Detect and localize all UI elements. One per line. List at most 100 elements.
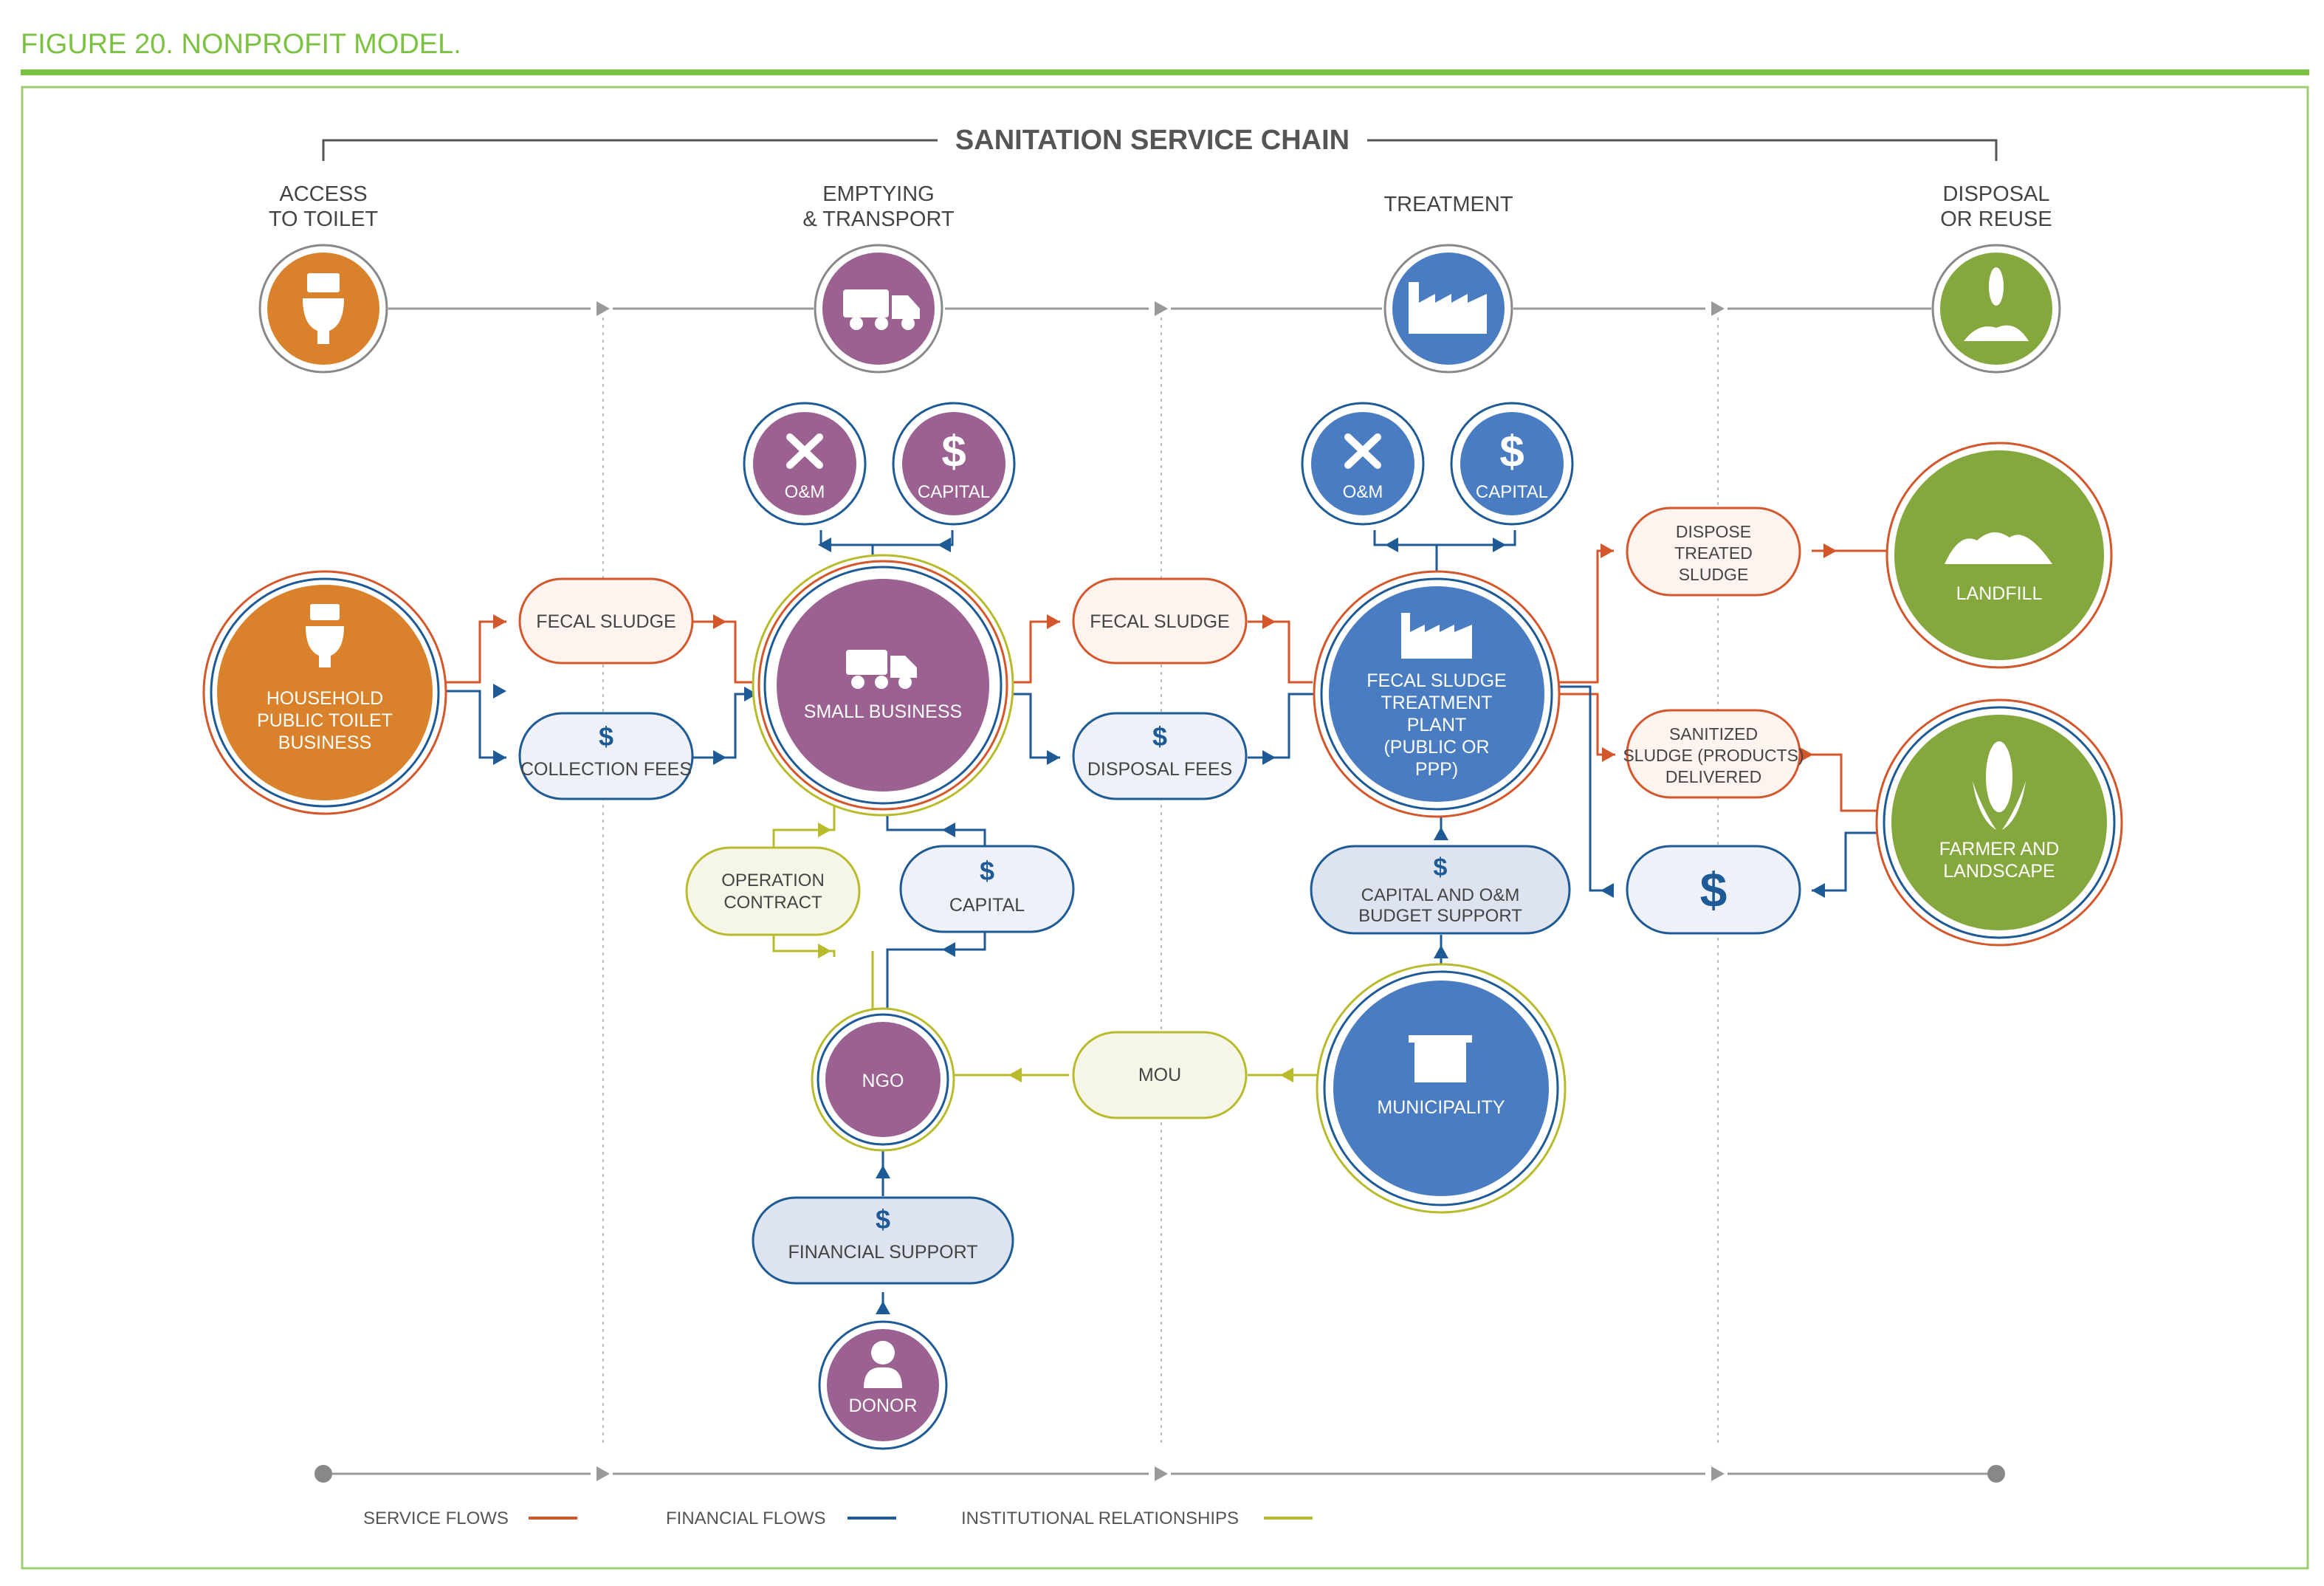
household-line3: BUSINESS xyxy=(278,732,371,753)
title-underline xyxy=(21,69,2309,75)
small-business-node: SMALL BUSINESS xyxy=(752,554,1014,817)
capital-node-blue: $ CAPITAL xyxy=(1450,402,1574,526)
truck-icon xyxy=(846,650,917,689)
pill-dispose-treated-line3: SLUDGE xyxy=(1679,565,1749,584)
dollar-icon: $ xyxy=(1700,862,1727,917)
pill-dispose-treated-line2: TREATED xyxy=(1674,543,1753,563)
pill-dispose-treated: DISPOSE TREATED SLUDGE xyxy=(1626,507,1801,597)
pill-fecal-sludge-2-label: FECAL SLUDGE xyxy=(1090,611,1229,632)
dollar-icon: $ xyxy=(1152,721,1167,752)
pill-collection-fees-label: COLLECTION FEES xyxy=(520,759,692,780)
om-node-blue: O&M xyxy=(1301,402,1425,526)
pill-sanitized: SANITIZED SLUDGE (PRODUCTS) DELIVERED xyxy=(1623,709,1804,799)
stage-disposal-line2: OR REUSE xyxy=(1940,207,2052,231)
pill-dollar: $ xyxy=(1626,845,1801,935)
stage-circle-disposal xyxy=(1931,244,2061,374)
chain-bracket xyxy=(322,139,1998,161)
farmer-node: FARMER AND LANDSCAPE xyxy=(1875,698,2123,947)
pill-sanitized-line3: DELIVERED xyxy=(1665,767,1761,786)
pill-capital-om-line1: CAPITAL AND O&M xyxy=(1361,885,1520,905)
ngo-label: NGO xyxy=(862,1071,904,1091)
household-line1: HOUSEHOLD xyxy=(267,688,383,709)
stage-treatment-line1: TREATMENT xyxy=(1383,193,1513,216)
donor-label: DONOR xyxy=(848,1396,917,1416)
stage-access-line1: ACCESS xyxy=(279,182,367,206)
pill-collection-fees: $ COLLECTION FEES xyxy=(518,712,694,800)
municipality-node: MUNICIPALITY xyxy=(1316,963,1567,1214)
municipality-label: MUNICIPALITY xyxy=(1377,1097,1505,1118)
stage-circle-access xyxy=(258,244,388,374)
fstp-line5: PPP) xyxy=(1415,759,1458,780)
fstp-node: FECAL SLUDGE TREATMENT PLANT (PUBLIC OR … xyxy=(1313,570,1561,818)
pill-capital-om-budget: $ CAPITAL AND O&M BUDGET SUPPORT xyxy=(1310,845,1571,935)
stage-access-line2: TO TOILET xyxy=(269,207,379,231)
stage-circle-emptying xyxy=(814,244,943,374)
legend-financial-label: FINANCIAL FLOWS xyxy=(666,1508,825,1528)
om-blue-label: O&M xyxy=(1343,482,1383,502)
factory-icon xyxy=(1401,613,1472,659)
stage-emptying-line2: & TRANSPORT xyxy=(802,207,954,231)
plant-icon xyxy=(1964,267,2029,341)
pill-mou-label: MOU xyxy=(1138,1065,1181,1085)
stage-disposal-line1: DISPOSAL xyxy=(1942,182,2049,206)
pill-financial-support: $ FINANCIAL SUPPORT xyxy=(752,1196,1014,1285)
dollar-icon: $ xyxy=(980,856,994,886)
person-icon xyxy=(864,1341,902,1388)
top-chain-arrows xyxy=(597,301,1725,316)
dollar-icon: $ xyxy=(1499,427,1524,476)
pill-fecal-sludge-1-label: FECAL SLUDGE xyxy=(536,611,675,632)
legend-service-label: SERVICE FLOWS xyxy=(363,1508,509,1528)
pill-capital: $ CAPITAL xyxy=(899,845,1075,933)
factory-icon xyxy=(1409,282,1487,334)
tools-icon xyxy=(1344,433,1381,469)
household-node: HOUSEHOLD PUBLIC TOILET BUSINESS xyxy=(202,570,447,815)
pill-dispose-treated-line1: DISPOSE xyxy=(1676,522,1751,541)
toilet-icon xyxy=(303,273,344,344)
frame xyxy=(21,86,2309,1570)
pill-disposal-fees-label: DISPOSAL FEES xyxy=(1087,759,1232,780)
farmer-line2: LANDSCAPE xyxy=(1943,861,2055,882)
pill-mou: MOU xyxy=(1072,1031,1248,1119)
om-purple-label: O&M xyxy=(785,482,825,502)
pill-sanitized-line2: SLUDGE (PRODUCTS) xyxy=(1623,746,1804,765)
service-flow-arrows xyxy=(493,543,1837,762)
corn-icon xyxy=(1973,741,2026,830)
institutional-flow-arrows xyxy=(818,823,1293,1082)
capital-node-purple: $ CAPITAL xyxy=(892,402,1016,526)
stage-circle-treatment xyxy=(1383,244,1513,374)
small-business-label: SMALL BUSINESS xyxy=(804,701,962,722)
ngo-node: NGO xyxy=(811,1007,955,1152)
pill-fecal-sludge-1: FECAL SLUDGE xyxy=(518,577,694,665)
dollar-icon: $ xyxy=(941,427,966,476)
donor-node: DONOR xyxy=(818,1320,948,1450)
fstp-line1: FECAL SLUDGE xyxy=(1366,670,1506,691)
capital-purple-label: CAPITAL xyxy=(918,482,990,502)
pill-capital-om-line2: BUDGET SUPPORT xyxy=(1358,906,1522,926)
legend-institutional-label: INSTITUTIONAL RELATIONSHIPS xyxy=(961,1508,1239,1528)
fstp-line3: PLANT xyxy=(1407,715,1467,735)
bottom-chain-line xyxy=(314,1465,2005,1483)
toilet-icon xyxy=(306,604,344,667)
landfill-icon xyxy=(1945,532,2052,564)
legend: SERVICE FLOWS FINANCIAL FLOWS INSTITUTIO… xyxy=(363,1508,1313,1528)
pill-operation-contract-line2: CONTRACT xyxy=(723,893,822,913)
pill-sanitized-line1: SANITIZED xyxy=(1669,724,1758,744)
fstp-line4: (PUBLIC OR xyxy=(1383,737,1489,758)
tools-icon xyxy=(786,433,823,469)
landfill-label: LANDFILL xyxy=(1956,583,2043,604)
farmer-line1: FARMER AND xyxy=(1939,839,2060,859)
stage-emptying-line1: EMPTYING xyxy=(822,182,934,206)
chain-title: SANITATION SERVICE CHAIN xyxy=(955,125,1350,156)
financial-flow-arrows xyxy=(493,538,1825,1314)
om-node-purple: O&M xyxy=(743,402,867,526)
dollar-icon: $ xyxy=(599,721,613,752)
pill-disposal-fees: $ DISPOSAL FEES xyxy=(1072,712,1248,800)
capital-blue-label: CAPITAL xyxy=(1476,482,1548,502)
pill-financial-support-label: FINANCIAL SUPPORT xyxy=(788,1242,978,1263)
pill-operation-contract-line1: OPERATION xyxy=(721,871,825,890)
truck-icon xyxy=(843,289,920,330)
pill-fecal-sludge-2: FECAL SLUDGE xyxy=(1072,577,1248,665)
figure-title: FIGURE 20. NONPROFIT MODEL. xyxy=(21,29,461,60)
building-icon xyxy=(1409,1035,1472,1082)
